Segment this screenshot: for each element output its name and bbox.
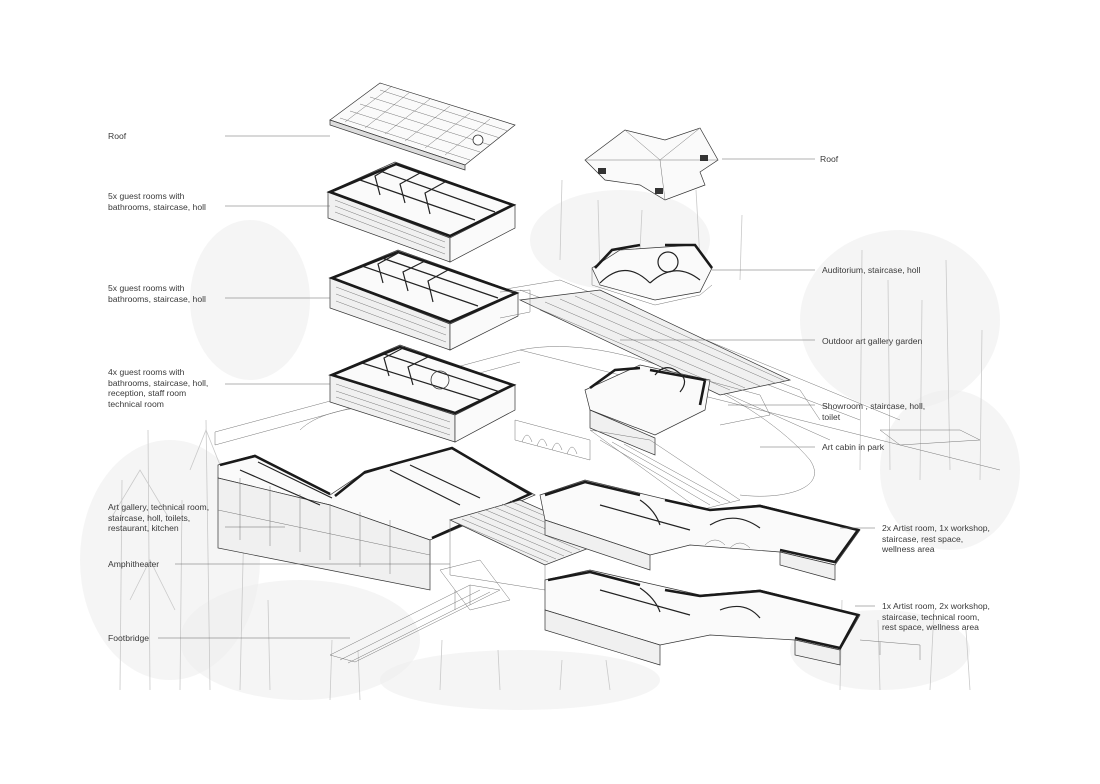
outdoor-gallery-garden [518, 289, 792, 396]
art-gallery-block [217, 446, 536, 591]
showroom-block [584, 364, 771, 456]
label-showroom: Showroom , staircase, holl, toilet [822, 401, 926, 422]
leader-lines [158, 135, 875, 639]
label-roof-auditorium: Roof [820, 154, 839, 164]
artist-block-lower [544, 569, 921, 666]
footbridge [329, 559, 511, 664]
label-guest-rooms-upper: 5x guest rooms with bathrooms, staircase… [108, 191, 206, 212]
auditorium-block [591, 243, 714, 306]
arcade [514, 419, 591, 461]
label-artist-block-lower: 1x Artist room, 2x workshop, staircase, … [882, 601, 990, 633]
artist-block-upper [539, 479, 861, 581]
forest-background [80, 179, 1020, 710]
label-auditorium: Auditorium, staircase, holl [822, 265, 921, 275]
guest-floor-middle [328, 249, 531, 351]
label-artist-block-upper: 2x Artist room, 1x workshop, staircase, … [882, 523, 990, 555]
ramp [589, 429, 741, 511]
roof-auditorium [584, 127, 719, 201]
label-art-gallery: Art gallery, technical room, staircase, … [108, 502, 210, 534]
label-art-cabin: Art cabin in park [822, 442, 885, 452]
label-amphitheater: Amphitheater [108, 559, 160, 569]
label-guest-rooms-lower: 4x guest rooms with bathrooms, staircase… [108, 367, 209, 409]
roof-main [329, 82, 516, 171]
label-footbridge: Footbridge [108, 633, 150, 643]
guest-floor-top [326, 161, 517, 263]
label-roof-main: Roof [108, 131, 127, 141]
label-guest-rooms-middle: 5x guest rooms with bathrooms, staircase… [108, 283, 206, 304]
label-outdoor-gallery: Outdoor art gallery garden [822, 336, 923, 346]
guest-floor-bottom [328, 344, 517, 443]
